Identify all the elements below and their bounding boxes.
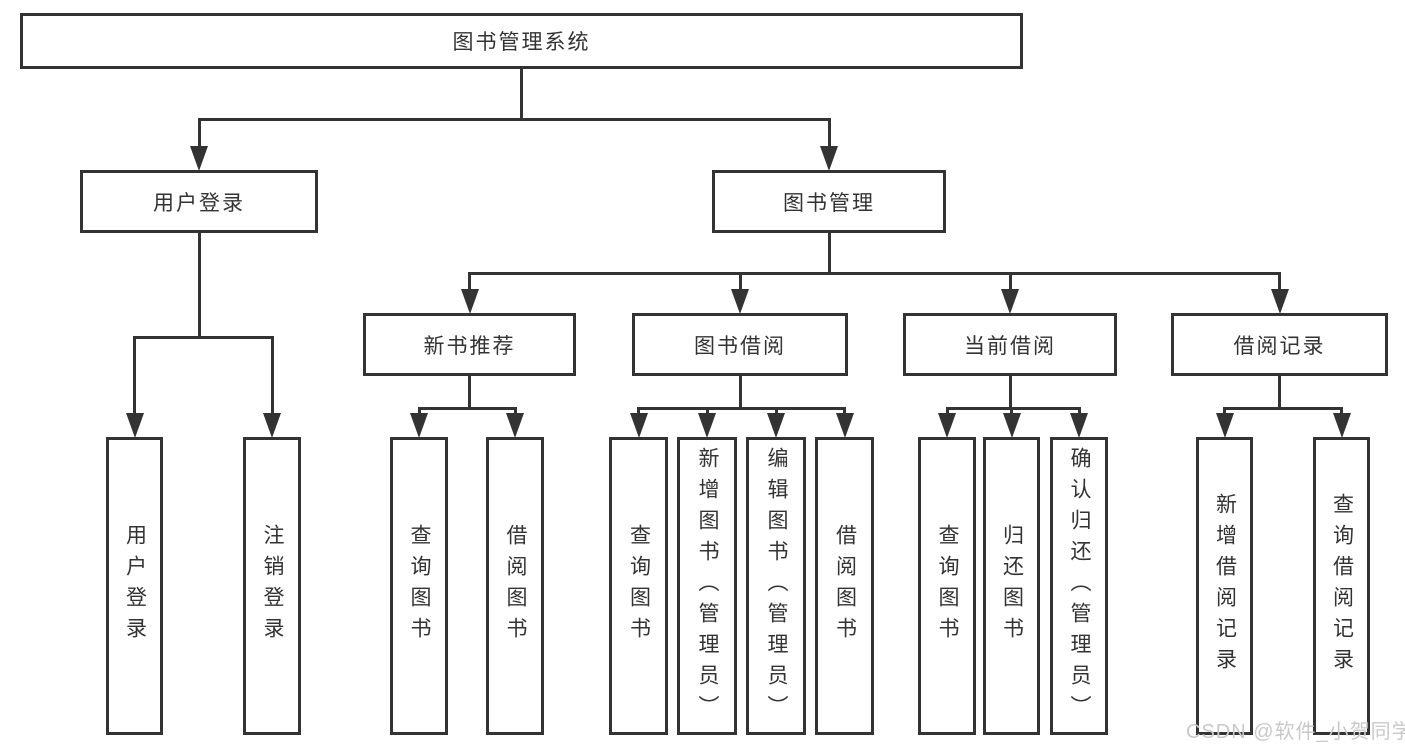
node-label: 用户登录 xyxy=(123,524,147,648)
connector-line xyxy=(827,230,831,275)
arrow-down-icon xyxy=(125,413,144,438)
node-label: 注销登录 xyxy=(261,524,285,648)
node-new-book-recommend: 新书推荐 xyxy=(363,313,576,376)
connector-line xyxy=(774,407,778,416)
node-label: 归还图书 xyxy=(1000,524,1024,648)
connector-line xyxy=(133,336,136,415)
node-borrowing-records: 借阅记录 xyxy=(1171,313,1388,376)
arrow-down-icon xyxy=(629,413,648,438)
node-return-books: 归还图书 xyxy=(983,437,1040,735)
connector-line xyxy=(520,66,523,121)
arrow-down-icon xyxy=(835,413,854,438)
arrow-down-icon xyxy=(731,289,749,314)
node-label: 查询图书 xyxy=(408,524,432,648)
arrow-down-icon xyxy=(190,146,208,171)
connector-line xyxy=(843,407,846,416)
connector-line xyxy=(1223,407,1226,416)
connector-line xyxy=(1010,407,1013,416)
connector-line xyxy=(417,407,517,410)
arrow-down-icon xyxy=(1002,413,1021,438)
connector-line xyxy=(1008,272,1012,290)
node-borrowing-borrow-books: 借阅图书 xyxy=(815,437,874,735)
connector-line xyxy=(705,407,709,416)
arrow-down-icon xyxy=(460,289,479,314)
node-label: 图书管理系统 xyxy=(452,31,591,54)
connector-line xyxy=(1340,407,1343,416)
node-confirm-return-admin: 确认归还（管理员） xyxy=(1050,437,1108,735)
node-label: 借阅图书 xyxy=(504,524,528,648)
connector-line xyxy=(827,118,831,148)
node-label: 新增借阅记录 xyxy=(1213,493,1237,679)
arrow-down-icon xyxy=(698,413,716,438)
node-query-borrow-record: 查询借阅记录 xyxy=(1313,437,1370,735)
connector-line xyxy=(945,407,949,416)
arrow-down-icon xyxy=(263,413,281,438)
node-edit-book-admin: 编辑图书（管理员） xyxy=(746,437,806,735)
watermark: CSDN @软件_小贺同学 xyxy=(1186,721,1405,743)
connector-line xyxy=(637,407,845,410)
arrow-down-icon xyxy=(1270,289,1289,314)
arrow-down-icon xyxy=(767,413,785,438)
node-label: 图书管理 xyxy=(783,191,875,215)
connector-line xyxy=(197,118,831,121)
arrow-down-icon xyxy=(1001,289,1019,314)
connector-line xyxy=(468,272,471,290)
node-label: 新增图书（管理员） xyxy=(696,446,720,726)
connector-line xyxy=(738,373,742,410)
node-label: 查询图书 xyxy=(627,524,651,648)
connector-line xyxy=(1278,272,1281,290)
connector-line xyxy=(637,407,640,416)
node-recommend-borrow-books: 借阅图书 xyxy=(486,437,544,735)
node-recommend-query-books: 查询图书 xyxy=(390,437,448,735)
node-leaf-logout: 注销登录 xyxy=(243,437,301,735)
arrow-down-icon xyxy=(820,146,838,171)
node-label: 当前借阅 xyxy=(964,334,1056,358)
node-borrowing-query-books: 查询图书 xyxy=(609,437,668,735)
node-current-borrowing: 当前借阅 xyxy=(903,313,1117,376)
connector-line xyxy=(417,407,421,416)
node-add-borrow-record: 新增借阅记录 xyxy=(1196,437,1253,735)
connector-line xyxy=(197,118,201,148)
connector-line xyxy=(513,407,517,416)
arrow-down-icon xyxy=(1070,413,1088,438)
node-label: 借阅记录 xyxy=(1233,334,1326,358)
node-label: 用户登录 xyxy=(153,191,245,215)
arrow-down-icon xyxy=(1332,413,1351,438)
node-label: 确认归还（管理员） xyxy=(1068,446,1092,726)
node-user-login: 用户登录 xyxy=(80,170,318,233)
arrow-down-icon xyxy=(506,413,524,438)
arrow-down-icon xyxy=(410,413,428,438)
node-library-system: 图书管理系统 xyxy=(20,13,1023,69)
connector-line xyxy=(1223,407,1343,410)
node-leaf-user-login: 用户登录 xyxy=(106,437,163,735)
node-label: 查询借阅记录 xyxy=(1330,493,1354,679)
node-add-book-admin: 新增图书（管理员） xyxy=(677,437,737,735)
arrow-down-icon xyxy=(1215,413,1234,438)
connector-line xyxy=(945,407,1081,410)
node-book-management: 图书管理 xyxy=(712,170,946,233)
connector-line xyxy=(738,272,742,290)
node-current-query-books: 查询图书 xyxy=(918,437,976,735)
connector-line xyxy=(1008,373,1012,410)
connector-line xyxy=(133,336,273,339)
node-label: 新书推荐 xyxy=(423,334,516,358)
arrow-down-icon xyxy=(938,413,956,438)
node-label: 图书借阅 xyxy=(694,334,786,358)
connector-line xyxy=(1077,407,1081,416)
node-label: 编辑图书（管理员） xyxy=(765,446,789,726)
node-label: 借阅图书 xyxy=(833,524,857,648)
connector-line xyxy=(197,230,201,338)
connector-line xyxy=(468,272,1281,275)
node-book-borrowing: 图书借阅 xyxy=(632,313,848,376)
connector-line xyxy=(270,336,274,415)
connector-line xyxy=(1278,373,1281,410)
connector-line xyxy=(468,373,471,410)
node-label: 查询图书 xyxy=(936,524,960,648)
